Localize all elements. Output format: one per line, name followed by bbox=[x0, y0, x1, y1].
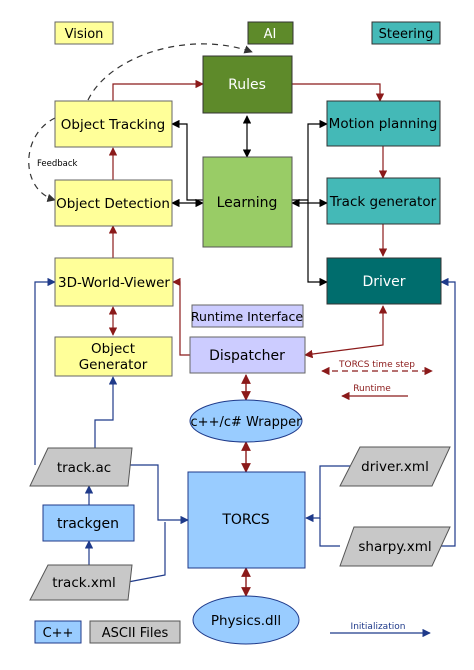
node-trackgen bbox=[42, 504, 135, 542]
node-object-generator bbox=[54, 336, 173, 377]
node-driver-label: Driver bbox=[362, 274, 405, 290]
edge-trackac-viewer bbox=[34, 277, 56, 465]
annotation-feedback: Feedback bbox=[37, 159, 78, 169]
legend-ascii-label: ASCII Files bbox=[102, 626, 169, 641]
node-sharpy-xml bbox=[339, 526, 451, 567]
edge-sharpy-torcs bbox=[319, 518, 340, 547]
node-runtime-interface bbox=[191, 304, 304, 328]
node-dispatcher bbox=[189, 336, 306, 374]
legend-ai-label: AI bbox=[264, 27, 277, 42]
node-trackgen-label: trackgen bbox=[57, 516, 119, 532]
edge-learning-driver bbox=[307, 200, 328, 287]
node-learning-label: Learning bbox=[217, 195, 278, 211]
node-driver-xml-label: driver.xml bbox=[361, 459, 429, 475]
node-torcs bbox=[187, 471, 306, 569]
node-wrapper bbox=[189, 399, 303, 443]
legend-ai-swatch bbox=[247, 21, 294, 45]
node-track-ac-label: track.ac bbox=[57, 460, 111, 476]
edge-tracking-rules bbox=[112, 79, 204, 101]
node-dispatcher-label: Dispatcher bbox=[209, 348, 285, 364]
legend-cpp-label: C++ bbox=[43, 626, 74, 641]
node-sharpy-xml-label: sharpy.xml bbox=[358, 539, 431, 555]
node-runtime-interface-label: Runtime Interface bbox=[191, 309, 303, 324]
edge-learning-motion bbox=[292, 119, 328, 201]
feedback-dashed-left bbox=[28, 117, 56, 202]
node-rules-label: Rules bbox=[228, 77, 266, 93]
edge-learning-tracking bbox=[171, 119, 203, 201]
feedback-dashed-top bbox=[87, 43, 253, 101]
edge-rules-motion bbox=[292, 83, 385, 102]
node-object-tracking bbox=[54, 100, 173, 148]
annotation-runtime-label: Runtime bbox=[353, 384, 391, 394]
legend-ascii-swatch bbox=[89, 620, 181, 644]
node-rules bbox=[202, 55, 293, 114]
edge-dispatcher-driver bbox=[304, 305, 388, 359]
legend-steering-swatch bbox=[371, 21, 441, 45]
node-track-ac bbox=[29, 447, 133, 487]
node-physics-label: Physics.dll bbox=[211, 613, 281, 629]
legend-steering-label: Steering bbox=[379, 27, 434, 42]
node-track-xml-label: track.xml bbox=[52, 575, 116, 591]
legend-vision-label: Vision bbox=[65, 27, 104, 42]
edge-trackac-torcs bbox=[128, 464, 189, 525]
node-track-xml bbox=[29, 564, 133, 601]
node-object-detection bbox=[54, 179, 173, 227]
annotation-time-step-label: TORCS time step bbox=[338, 360, 415, 370]
legend-cpp-swatch bbox=[34, 620, 82, 644]
edge-trackac-objgen bbox=[94, 376, 118, 448]
node-object-tracking-label: Object Tracking bbox=[61, 117, 165, 133]
node-world-viewer-label: 3D-World-Viewer bbox=[58, 275, 170, 291]
annotation-init-label: Initialization bbox=[351, 622, 406, 632]
edge-trackxml-torcs bbox=[127, 522, 166, 583]
node-motion-planning-label: Motion planning bbox=[329, 116, 438, 132]
edge-dispatcher-viewer bbox=[172, 277, 190, 356]
node-world-viewer bbox=[54, 257, 174, 307]
node-object-generator-line2: Generator bbox=[79, 357, 148, 373]
node-torcs-label: TORCS bbox=[221, 512, 269, 528]
edge-sharpy-driver bbox=[432, 277, 456, 547]
node-object-generator-line1: Object bbox=[91, 341, 135, 357]
edge-driverxml-torcs bbox=[305, 465, 350, 523]
node-driver-xml bbox=[339, 446, 451, 487]
node-motion-planning bbox=[326, 100, 441, 147]
node-track-generator bbox=[326, 177, 441, 225]
node-wrapper-label: c++/c# Wrapper bbox=[191, 415, 303, 430]
legend-vision-swatch bbox=[54, 21, 114, 45]
node-driver bbox=[326, 257, 442, 305]
node-learning bbox=[202, 156, 293, 248]
node-track-generator-label: Track generator bbox=[329, 194, 437, 210]
node-physics bbox=[192, 595, 300, 645]
node-object-detection-label: Object Detection bbox=[56, 196, 170, 212]
